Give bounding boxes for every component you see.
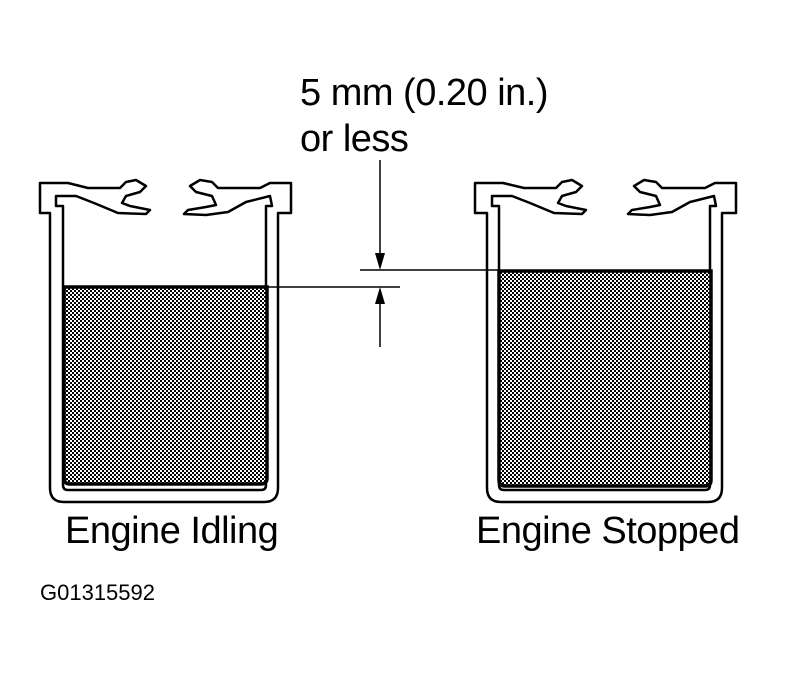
container-left-outer-wall [38, 178, 293, 504]
arrow-up-icon [375, 287, 385, 304]
container-right-outer-wall [473, 178, 738, 504]
container-engine-stopped [473, 178, 738, 504]
caption-engine-idling: Engine Idling [65, 510, 279, 552]
level-difference-dimension [267, 160, 499, 347]
fluid-right [499, 271, 711, 486]
dimension-label-qualifier: or less [300, 118, 409, 160]
figure-id: G01315592 [40, 580, 155, 605]
fluid-right-outline [497, 269, 713, 488]
arrow-down-icon [375, 253, 385, 270]
fluid-left [64, 287, 267, 484]
dimension-label-value: 5 mm (0.20 in.) [300, 72, 549, 114]
caption-engine-stopped: Engine Stopped [476, 510, 740, 552]
fluid-left-outline [62, 285, 269, 486]
container-engine-idling [38, 178, 293, 504]
